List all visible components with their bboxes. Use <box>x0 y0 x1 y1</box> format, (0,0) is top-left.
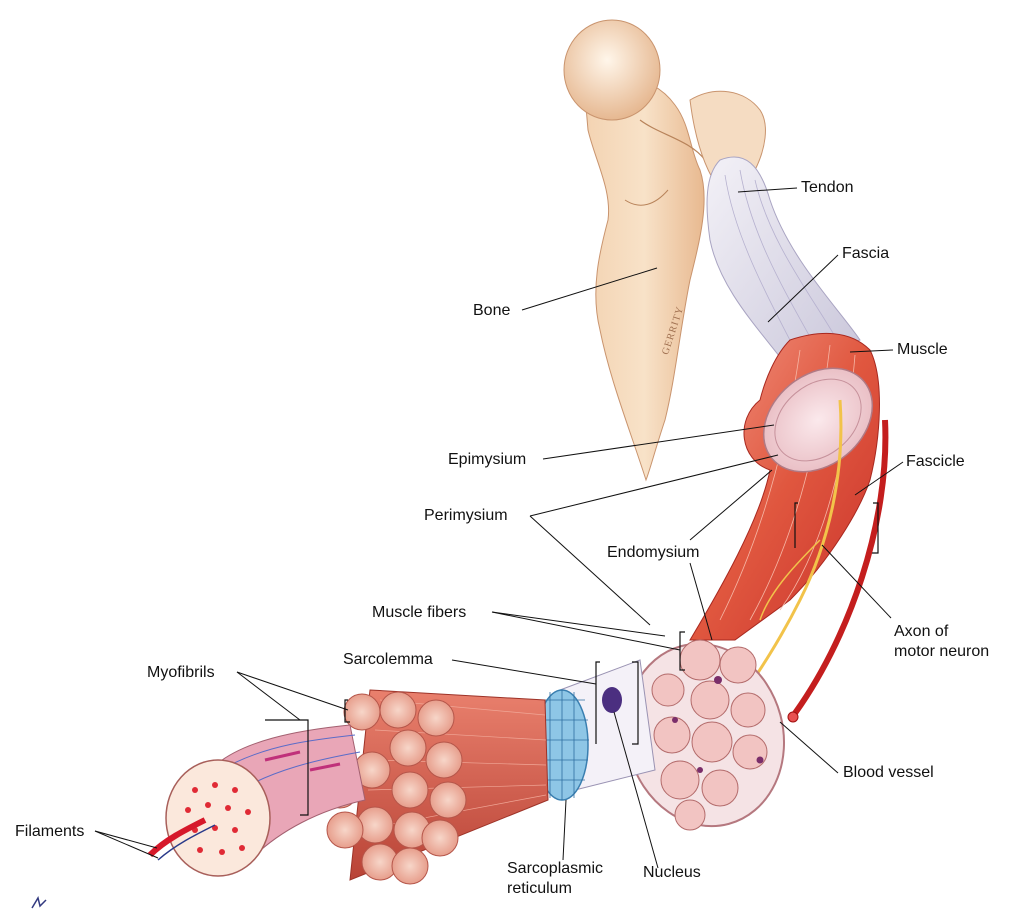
fascicle-cross-section <box>624 639 786 831</box>
vessel-opening <box>787 711 799 723</box>
label-muscle: Muscle <box>897 341 948 358</box>
filament-thick <box>147 817 207 858</box>
myofibril-tube <box>147 724 366 877</box>
label-muscle-fibers: Muscle fibers <box>372 604 467 621</box>
myofibril-cross-section <box>165 759 271 877</box>
muscle-fiber-bracket <box>679 631 685 671</box>
label-filaments: Filaments <box>15 823 85 840</box>
fascicle-bracket <box>794 502 879 554</box>
bone-shape <box>563 19 706 482</box>
label-fascia: Fascia <box>842 245 890 262</box>
label-sarcolemma: Sarcolemma <box>343 651 433 668</box>
filament-thin <box>157 824 216 861</box>
label-myofibrils: Myofibrils <box>147 664 215 681</box>
brackets <box>265 502 879 816</box>
label-tendon: Tendon <box>801 179 854 196</box>
blood-vessel-shape <box>787 419 889 722</box>
leader-lines <box>94 187 904 869</box>
label-epimysium: Epimysium <box>448 451 527 468</box>
tendon-shape <box>706 156 861 371</box>
label-endomysium: Endomysium <box>607 544 700 561</box>
tendon-fibers <box>724 169 841 361</box>
corner-mark <box>31 896 47 909</box>
nucleus-shape <box>602 687 622 713</box>
sarcolemma-bracket <box>595 661 639 745</box>
label-fascicle: Fascicle <box>906 453 965 470</box>
label-blood-vessel: Blood vessel <box>843 764 934 781</box>
myofibril-bracket-small <box>344 699 350 723</box>
myofibril-bracket-large <box>265 719 309 816</box>
label-axon-motor-neuron: Axon of motor neuron <box>894 623 990 660</box>
axon-branch <box>759 539 821 621</box>
label-nucleus: Nucleus <box>643 864 701 881</box>
myofibril-bundle <box>321 689 549 885</box>
label-sarcoplasmic-reticulum: Sarcoplasmic reticulum <box>507 860 604 897</box>
label-bone: Bone <box>473 302 511 319</box>
axon-shape <box>738 399 843 701</box>
label-perimysium: Perimysium <box>424 507 508 524</box>
